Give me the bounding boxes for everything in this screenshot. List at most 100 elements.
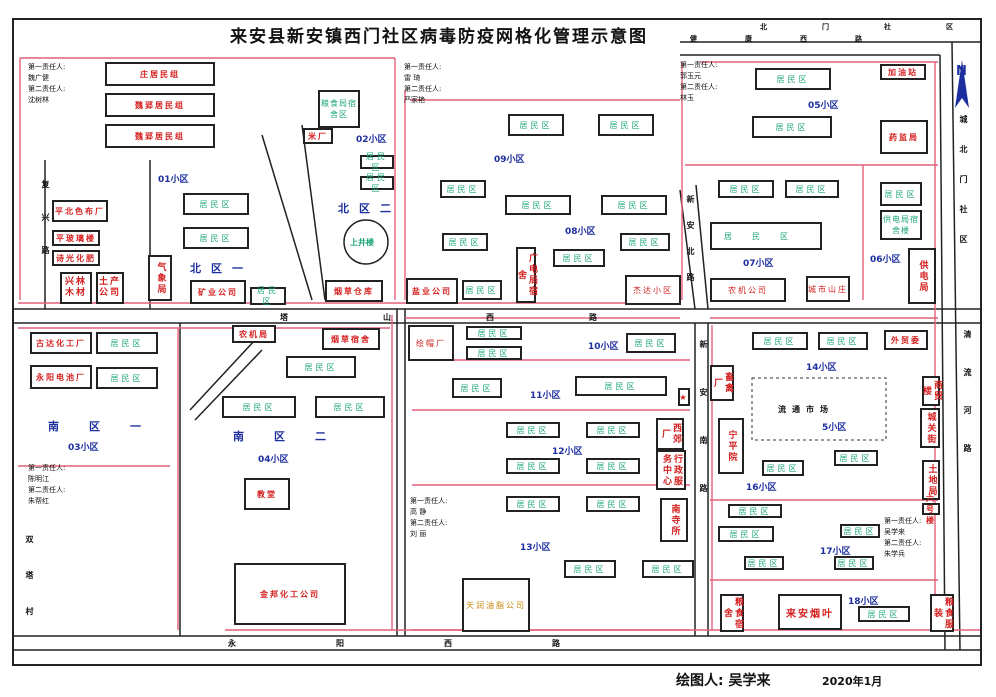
block-res-10c: 居民区 [626, 333, 676, 353]
zone-17: 17小区 [820, 547, 851, 557]
block-res-12a: 居民区 [506, 422, 560, 438]
block-res-16b: 居民区 [834, 450, 878, 466]
road-beimen: 北门社区 [760, 23, 996, 31]
block-ningping: 宁平院 [718, 418, 744, 474]
block-shangye: 商贸楼 [921, 376, 942, 406]
block-zhaoguang: 畜禽厂 [710, 365, 734, 401]
block-res-17e: 居民区 [834, 556, 874, 570]
block-jiayou: 加油站 [880, 64, 926, 80]
block-res-13a: 居民区 [506, 496, 560, 512]
block-res-09a: 居民区 [508, 114, 564, 136]
block-nongji2: 农机局 [232, 325, 276, 343]
road-fuxing: 复兴路 [41, 180, 50, 279]
block-kuangye: 矿业公司 [190, 280, 246, 304]
block-pingbei: 平北色布厂 [52, 200, 108, 222]
block-res-14b: 居民区 [818, 332, 868, 350]
block-yancao: 烟草仓库 [325, 280, 383, 302]
block-res-08d: 居民区 [620, 233, 670, 251]
block-res-05b: 居民区 [752, 116, 832, 138]
block-res-04c: 居民区 [315, 396, 385, 418]
map-frame [12, 18, 982, 666]
block-res-09c: 居民区 [440, 180, 486, 198]
block-res-09b: 居民区 [598, 114, 654, 136]
road-jiankang: 健康西路 [690, 35, 910, 43]
block-guangyu: 广电局宿舍 [516, 247, 537, 303]
block-xiguang: 西郊厂 [656, 418, 684, 450]
block-res-08a: 居民区 [505, 195, 571, 215]
persons-05: 第一责任人:郭玉元第二责任人:林玉 [680, 61, 718, 102]
block-liangshi: 粮食局宿舍区 [318, 90, 360, 128]
persons-09: 第一责任人:雷 琦第二责任人:严家艳 [404, 63, 442, 104]
block-res-04a: 居民区 [286, 356, 356, 378]
block-yancaosu: 烟草宿舍 [322, 328, 380, 350]
block-zhengwu: 行政服务中心 [656, 450, 686, 490]
block-res-11a: 居民区 [452, 378, 502, 398]
zone-06: 06小区 [870, 255, 901, 265]
district-north2: 北区二 [338, 202, 401, 215]
block-jiaotang: 教堂 [244, 478, 290, 510]
zone-03: 03小区 [68, 443, 99, 453]
block-liutong: 流通市场 [778, 405, 834, 414]
block-res-12b: 居民区 [586, 422, 640, 438]
road-chengbei: 城北门社区 [959, 115, 968, 265]
block-res-12d: 居民区 [586, 458, 640, 474]
block-zhuang: 庄居民组 [105, 62, 215, 86]
block-yunyi: 杰达小区 [625, 275, 681, 305]
block-res-14a: 居民区 [752, 332, 808, 350]
block-res-01b: 居民区 [183, 227, 249, 249]
map-title: 来安县新安镇西门社区病毒防疫网格化管理示意图 [230, 27, 648, 47]
block-yangguang: 永阳电池厂 [30, 365, 92, 389]
block-tuchan: 土产公司 [96, 272, 124, 304]
block-res-08e: 居民区 [553, 249, 605, 267]
shangjing-circle [343, 219, 389, 265]
block-res-17b: 居民区 [840, 524, 880, 538]
block-star: ★ [678, 388, 690, 406]
block-res-02a: 居民区 [360, 152, 394, 172]
zone-05: 05小区 [808, 101, 839, 111]
block-nongji: 农机公司 [710, 278, 786, 302]
market-outline [751, 377, 887, 441]
block-res-03b: 居民区 [96, 367, 158, 389]
block-res-17d: 居民区 [744, 556, 784, 570]
zone-08: 08小区 [565, 227, 596, 237]
block-liu: 六 号楼 [922, 494, 940, 525]
persons-03: 第一责任人:陈明江第二责任人:朱帮红 [28, 464, 66, 505]
zone-10: 10小区 [588, 342, 619, 352]
road-shuangta: 双塔村 [25, 535, 34, 643]
block-res-18a: 居民区 [858, 606, 910, 622]
zone-14: 14小区 [806, 363, 837, 373]
district-south1: 南区一 [48, 420, 171, 433]
block-res-13b: 居民区 [586, 496, 640, 512]
block-res-03a: 居民区 [96, 332, 158, 354]
block-res-01a: 居民区 [183, 193, 249, 215]
persons-13: 第一责任人:高 静第二责任人:刘 丽 [410, 497, 448, 538]
block-tianrun: 天润油脂公司 [462, 578, 530, 632]
block-nanyi: 南寺所 [660, 498, 688, 542]
zone-16: 16小区 [746, 483, 777, 493]
block-res-01c: 居民区 [250, 286, 286, 306]
block-qian2: 魏郢居民组 [105, 124, 215, 148]
block-mi: 米厂 [303, 128, 333, 144]
block-res-08c: 居民区 [442, 233, 488, 251]
persons-17: 第一责任人:吴学来第二责任人:朱学兵 [884, 517, 922, 558]
block-jianghua: 绘帽厂 [408, 325, 454, 361]
block-res-13d: 居民区 [642, 560, 694, 578]
road-xinan-south: 新安南路 [699, 340, 708, 532]
road-xinan-north: 新安北路 [686, 195, 695, 299]
district-south2: 南区二 [233, 430, 356, 443]
block-gufen: 古达化工厂 [30, 332, 92, 354]
road-yongyang: 永阳西路 [228, 639, 660, 648]
road-qingliu: 清流河路 [963, 330, 972, 482]
block-res-08b: 居民区 [601, 195, 667, 215]
block-res-05a: 居民区 [755, 68, 831, 90]
block-res-17c: 居民区 [718, 526, 774, 542]
block-res-17a: 居民区 [728, 504, 782, 518]
block-jinbang: 金邦化工公司 [234, 563, 346, 625]
block-xinglin: 兴林木材 [60, 272, 92, 304]
road-lines [12, 41, 982, 651]
footer-date: 2020年1月 [822, 675, 883, 688]
block-shangjing: 上井楼 [350, 238, 374, 247]
block-res-02b: 居民区 [360, 173, 394, 193]
block-chengguan: 城关街 [920, 408, 940, 448]
zone-13: 13小区 [520, 543, 551, 553]
